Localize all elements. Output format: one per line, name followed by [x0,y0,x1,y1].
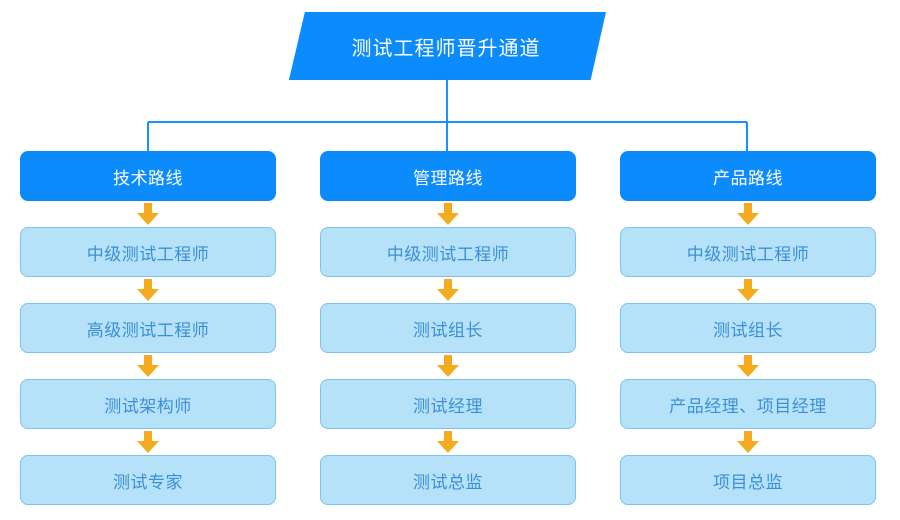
down-arrow-icon [137,203,159,225]
arrow-gap [20,429,276,455]
path-column-product: 产品路线 中级测试工程师 测试组长 产品经理、项目经理 项目总监 [620,151,876,505]
down-arrow-icon [737,203,759,225]
down-arrow-icon [437,431,459,453]
path-step[interactable]: 产品经理、项目经理 [620,379,876,429]
arrow-gap [20,201,276,227]
down-arrow-icon [137,431,159,453]
path-step[interactable]: 测试组长 [620,303,876,353]
arrow-gap [20,353,276,379]
path-header-management[interactable]: 管理路线 [320,151,576,201]
diagram-title-banner: 测试工程师晋升通道 [286,12,606,80]
path-step[interactable]: 测试组长 [320,303,576,353]
arrow-gap [320,353,576,379]
path-step[interactable]: 测试架构师 [20,379,276,429]
path-column-technical: 技术路线 中级测试工程师 高级测试工程师 测试架构师 测试专家 [20,151,276,505]
down-arrow-icon [737,279,759,301]
arrow-gap [620,277,876,303]
path-column-management: 管理路线 中级测试工程师 测试组长 测试经理 测试总监 [320,151,576,505]
down-arrow-icon [137,355,159,377]
arrow-gap [620,353,876,379]
path-step[interactable]: 高级测试工程师 [20,303,276,353]
title-parallelogram-shape [288,12,606,80]
path-step[interactable]: 中级测试工程师 [620,227,876,277]
down-arrow-icon [437,279,459,301]
down-arrow-icon [437,203,459,225]
arrow-gap [620,429,876,455]
down-arrow-icon [737,431,759,453]
arrow-gap [320,201,576,227]
arrow-gap [320,277,576,303]
arrow-gap [620,201,876,227]
path-step[interactable]: 中级测试工程师 [320,227,576,277]
path-step[interactable]: 项目总监 [620,455,876,505]
down-arrow-icon [437,355,459,377]
path-header-technical[interactable]: 技术路线 [20,151,276,201]
path-step[interactable]: 测试经理 [320,379,576,429]
arrow-gap [320,429,576,455]
down-arrow-icon [137,279,159,301]
path-step[interactable]: 中级测试工程师 [20,227,276,277]
path-step[interactable]: 测试专家 [20,455,276,505]
path-header-product[interactable]: 产品路线 [620,151,876,201]
down-arrow-icon [737,355,759,377]
arrow-gap [20,277,276,303]
path-step[interactable]: 测试总监 [320,455,576,505]
page-title: 测试工程师晋升通道 [351,37,541,60]
